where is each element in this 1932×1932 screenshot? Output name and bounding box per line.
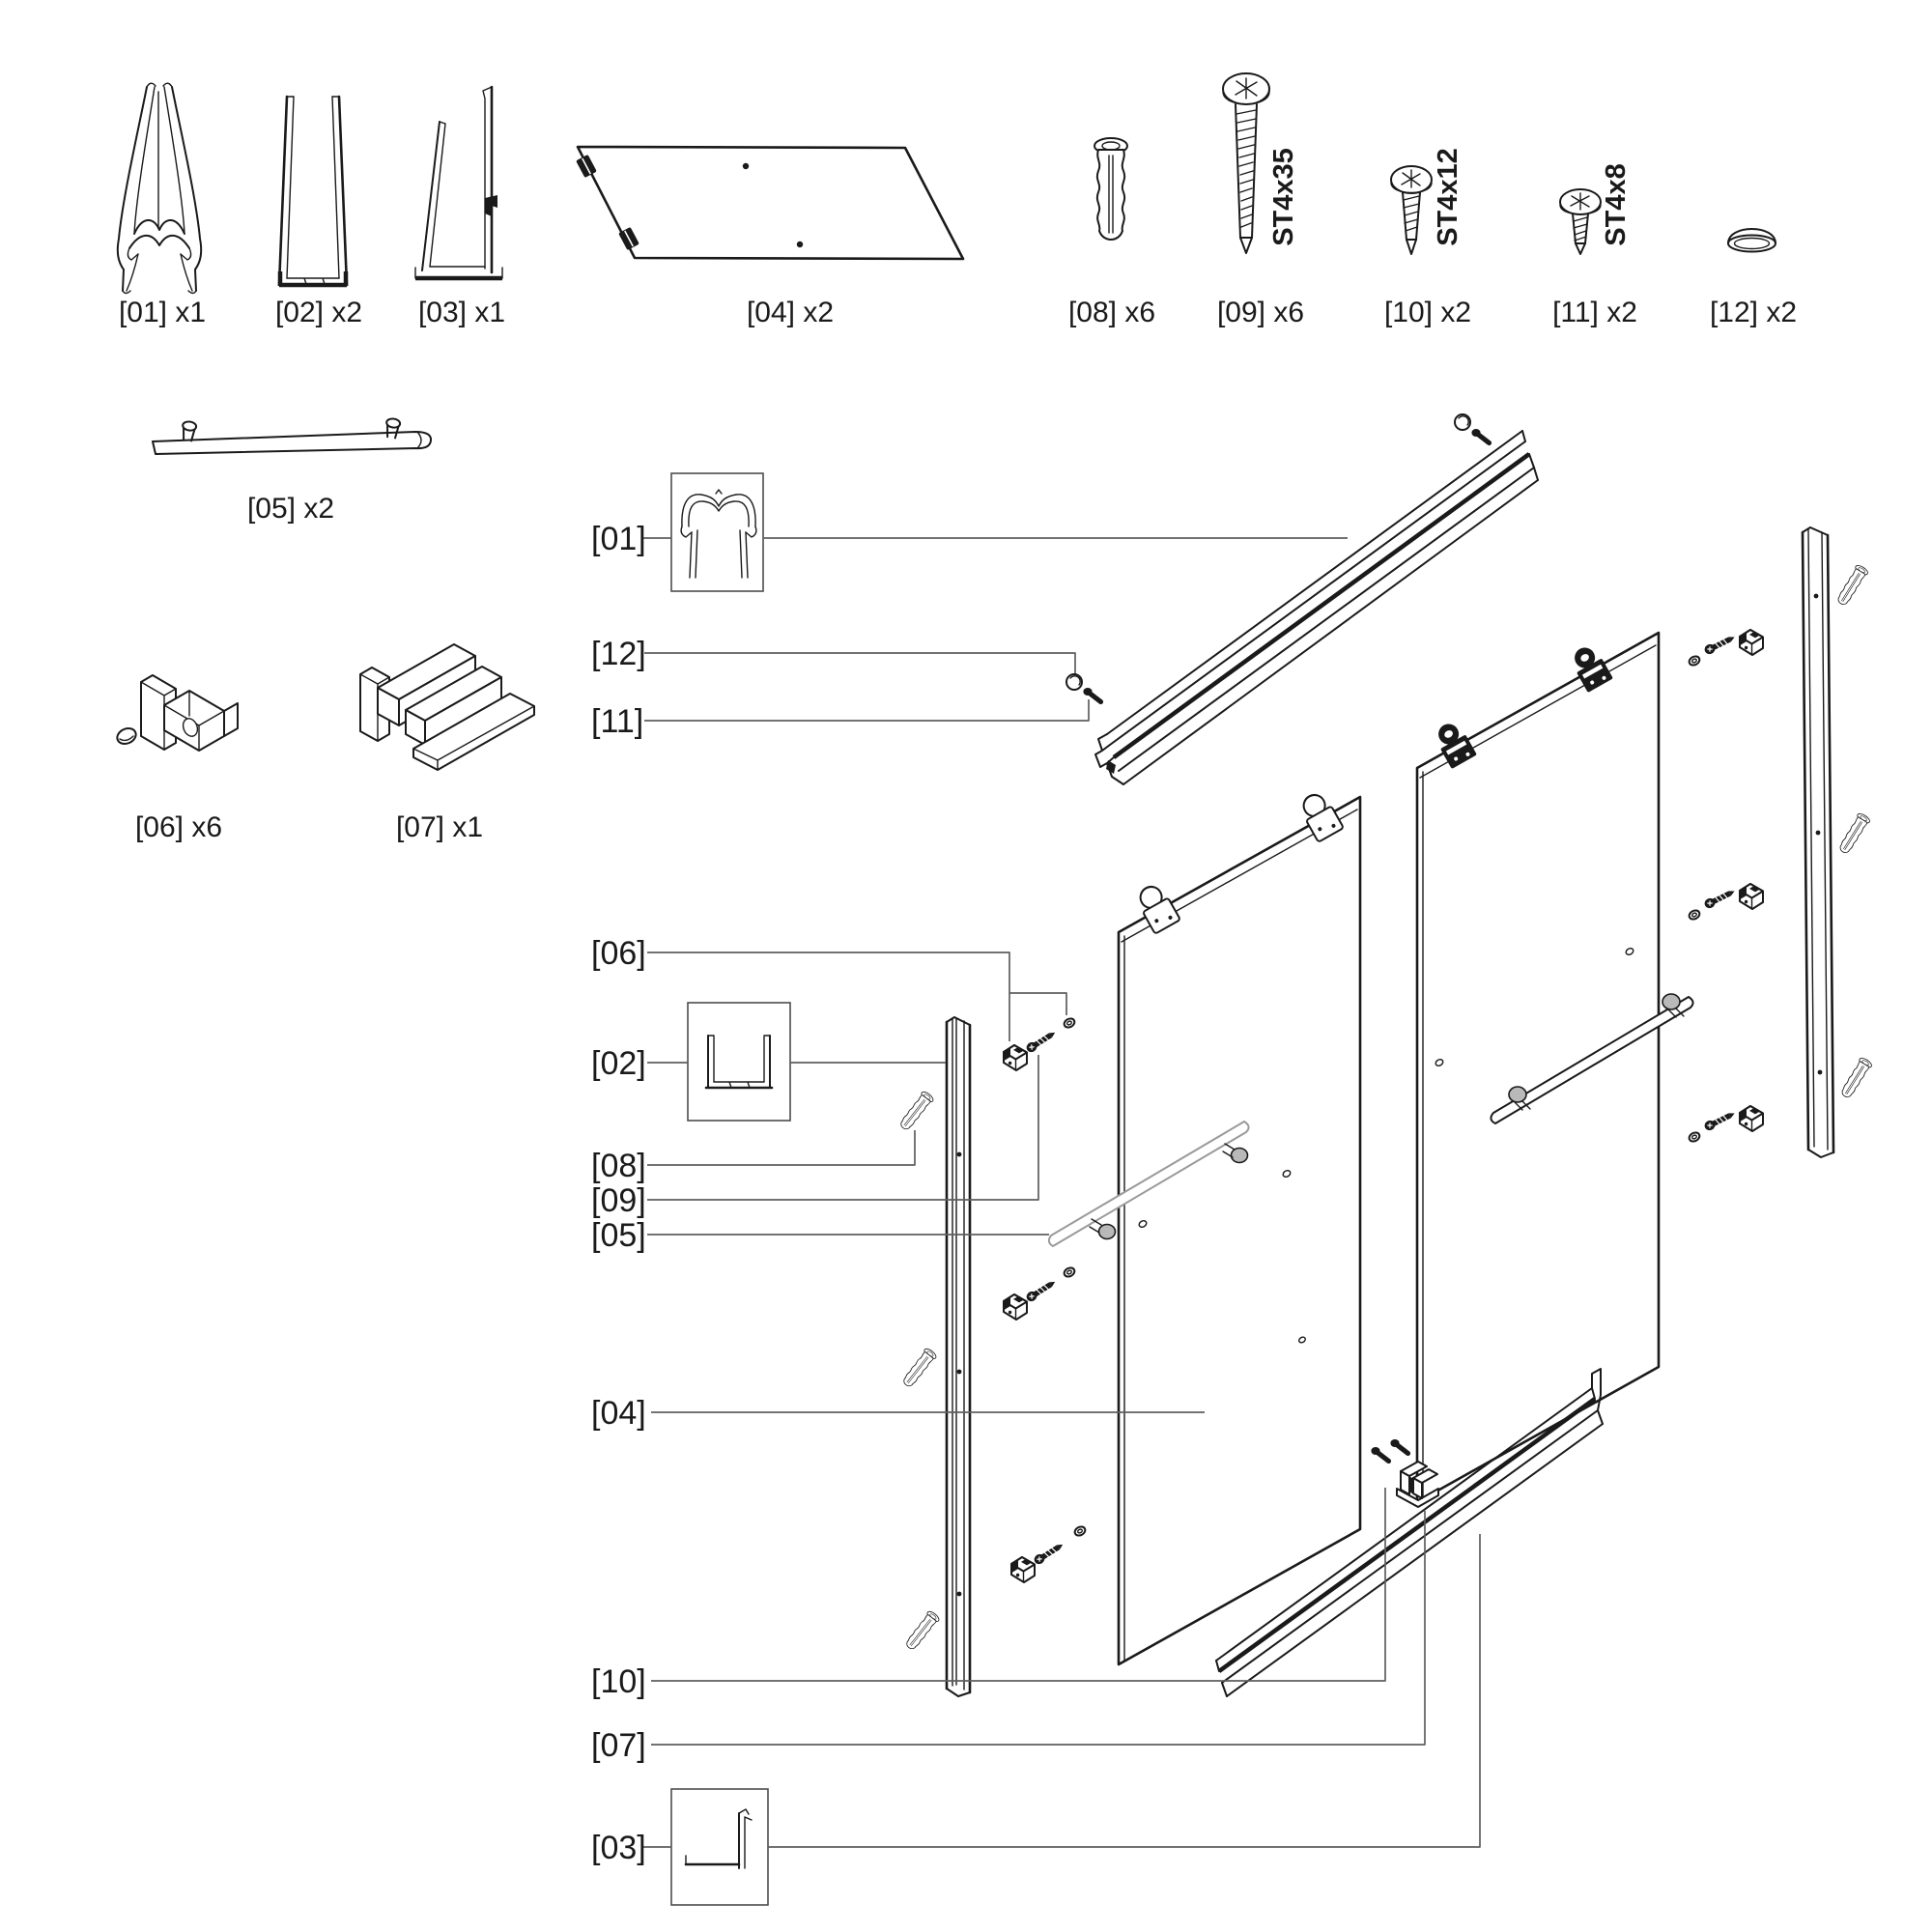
callout-09: [09] [591,1182,646,1219]
leader-08 [647,1130,916,1166]
part-06-label: [06] x6 [135,811,222,843]
part-05-label: [05] x2 [247,493,334,525]
callout-11: [11] [591,703,643,740]
callout-12: [12] [591,636,646,672]
inset-box-02 [687,1002,791,1122]
leader-lines [641,537,1481,1848]
callout-02: [02] [591,1045,646,1082]
clip-set [1687,629,1764,668]
part-10-screw-icon [1390,165,1433,255]
towel-bar-right [1490,993,1694,1124]
wall-anchor [1836,811,1872,856]
leader-12 [644,652,1076,673]
cap-and-screw-top-right [1454,413,1490,443]
part-11-label: [11] x2 [1552,297,1637,328]
part-09-screw-icon [1222,72,1270,254]
clip-set [1003,1015,1077,1071]
left-wall-profile [945,1016,972,1697]
towel-bar-left [1047,1121,1250,1247]
part-04-glass-panel-icon [576,145,965,261]
bottom-guide-block [1396,1461,1439,1508]
inset-box-03 [670,1788,769,1906]
left-glass-panel [1117,787,1362,1666]
right-wall-profile [1801,526,1835,1158]
callout-01: [01] [591,521,646,557]
part-11-screw-icon [1559,188,1602,255]
leader-06 [647,952,1067,1041]
cap-and-screw-bottom-left [1065,673,1101,702]
inset-box-01 [670,472,764,592]
part-12-label: [12] x2 [1710,297,1797,328]
callout-05: [05] [591,1217,646,1254]
leader-09 [647,1055,1039,1201]
callout-06: [06] [591,935,646,972]
part-01-seal-profile-icon [116,82,203,295]
part-12-cap-icon [1727,228,1776,253]
part-11-spec: ST4x8 [1601,163,1632,245]
leader-07 [651,1511,1426,1746]
wall-anchor [896,1089,936,1133]
part-03-label: [03] x1 [418,297,505,328]
part-02-label: [02] x2 [275,297,362,328]
part-05-towel-bar-icon [152,416,433,455]
part-08-label: [08] x6 [1068,297,1155,328]
wall-anchor [1838,1056,1874,1100]
part-06-glass-clip-icon [116,674,239,752]
wall-anchor [902,1608,942,1653]
part-10-spec: ST4x12 [1433,148,1463,246]
clip-set [1687,1105,1764,1145]
wall-anchor [1834,563,1870,608]
wall-anchor [899,1346,939,1390]
callout-07: [07] [591,1727,646,1764]
part-08-wall-anchor-icon [1094,137,1128,241]
callout-labels: [01] [12] [11] [06] [02] [08] [09] [05] … [591,521,646,1866]
part-04-label: [04] x2 [747,297,834,328]
parts-list-row-2: [05] x2 [06] x6 [07] x1 [116,416,535,843]
part-01-label: [01] x1 [119,297,206,328]
bottom-rail [1215,1368,1604,1697]
guide-screw [1390,1439,1407,1454]
top-rail [1094,430,1539,785]
leader-03 [641,1534,1481,1848]
part-07-label: [07] x1 [396,811,483,843]
leader-10 [651,1488,1386,1682]
clip-set [1010,1523,1088,1583]
part-09-label: [09] x6 [1217,297,1304,328]
leader-11 [644,699,1090,722]
part-02-wall-profile-icon [277,95,349,288]
callout-04: [04] [591,1395,646,1432]
part-03-wall-profile-icon [414,85,503,281]
guide-screw [1371,1447,1388,1462]
clip-set [1003,1264,1077,1321]
part-09-spec: ST4x35 [1268,148,1299,246]
callout-08: [08] [591,1148,646,1184]
part-10-label: [10] x2 [1384,297,1471,328]
right-glass-panel [1415,631,1694,1504]
parts-list-row-1: [01] x1 [02] x2 [03] x1 [116,72,1797,328]
callout-10: [10] [591,1663,646,1700]
callout-03: [03] [591,1830,646,1866]
clip-set [1687,883,1764,923]
part-07-bottom-guide-icon [359,643,535,771]
